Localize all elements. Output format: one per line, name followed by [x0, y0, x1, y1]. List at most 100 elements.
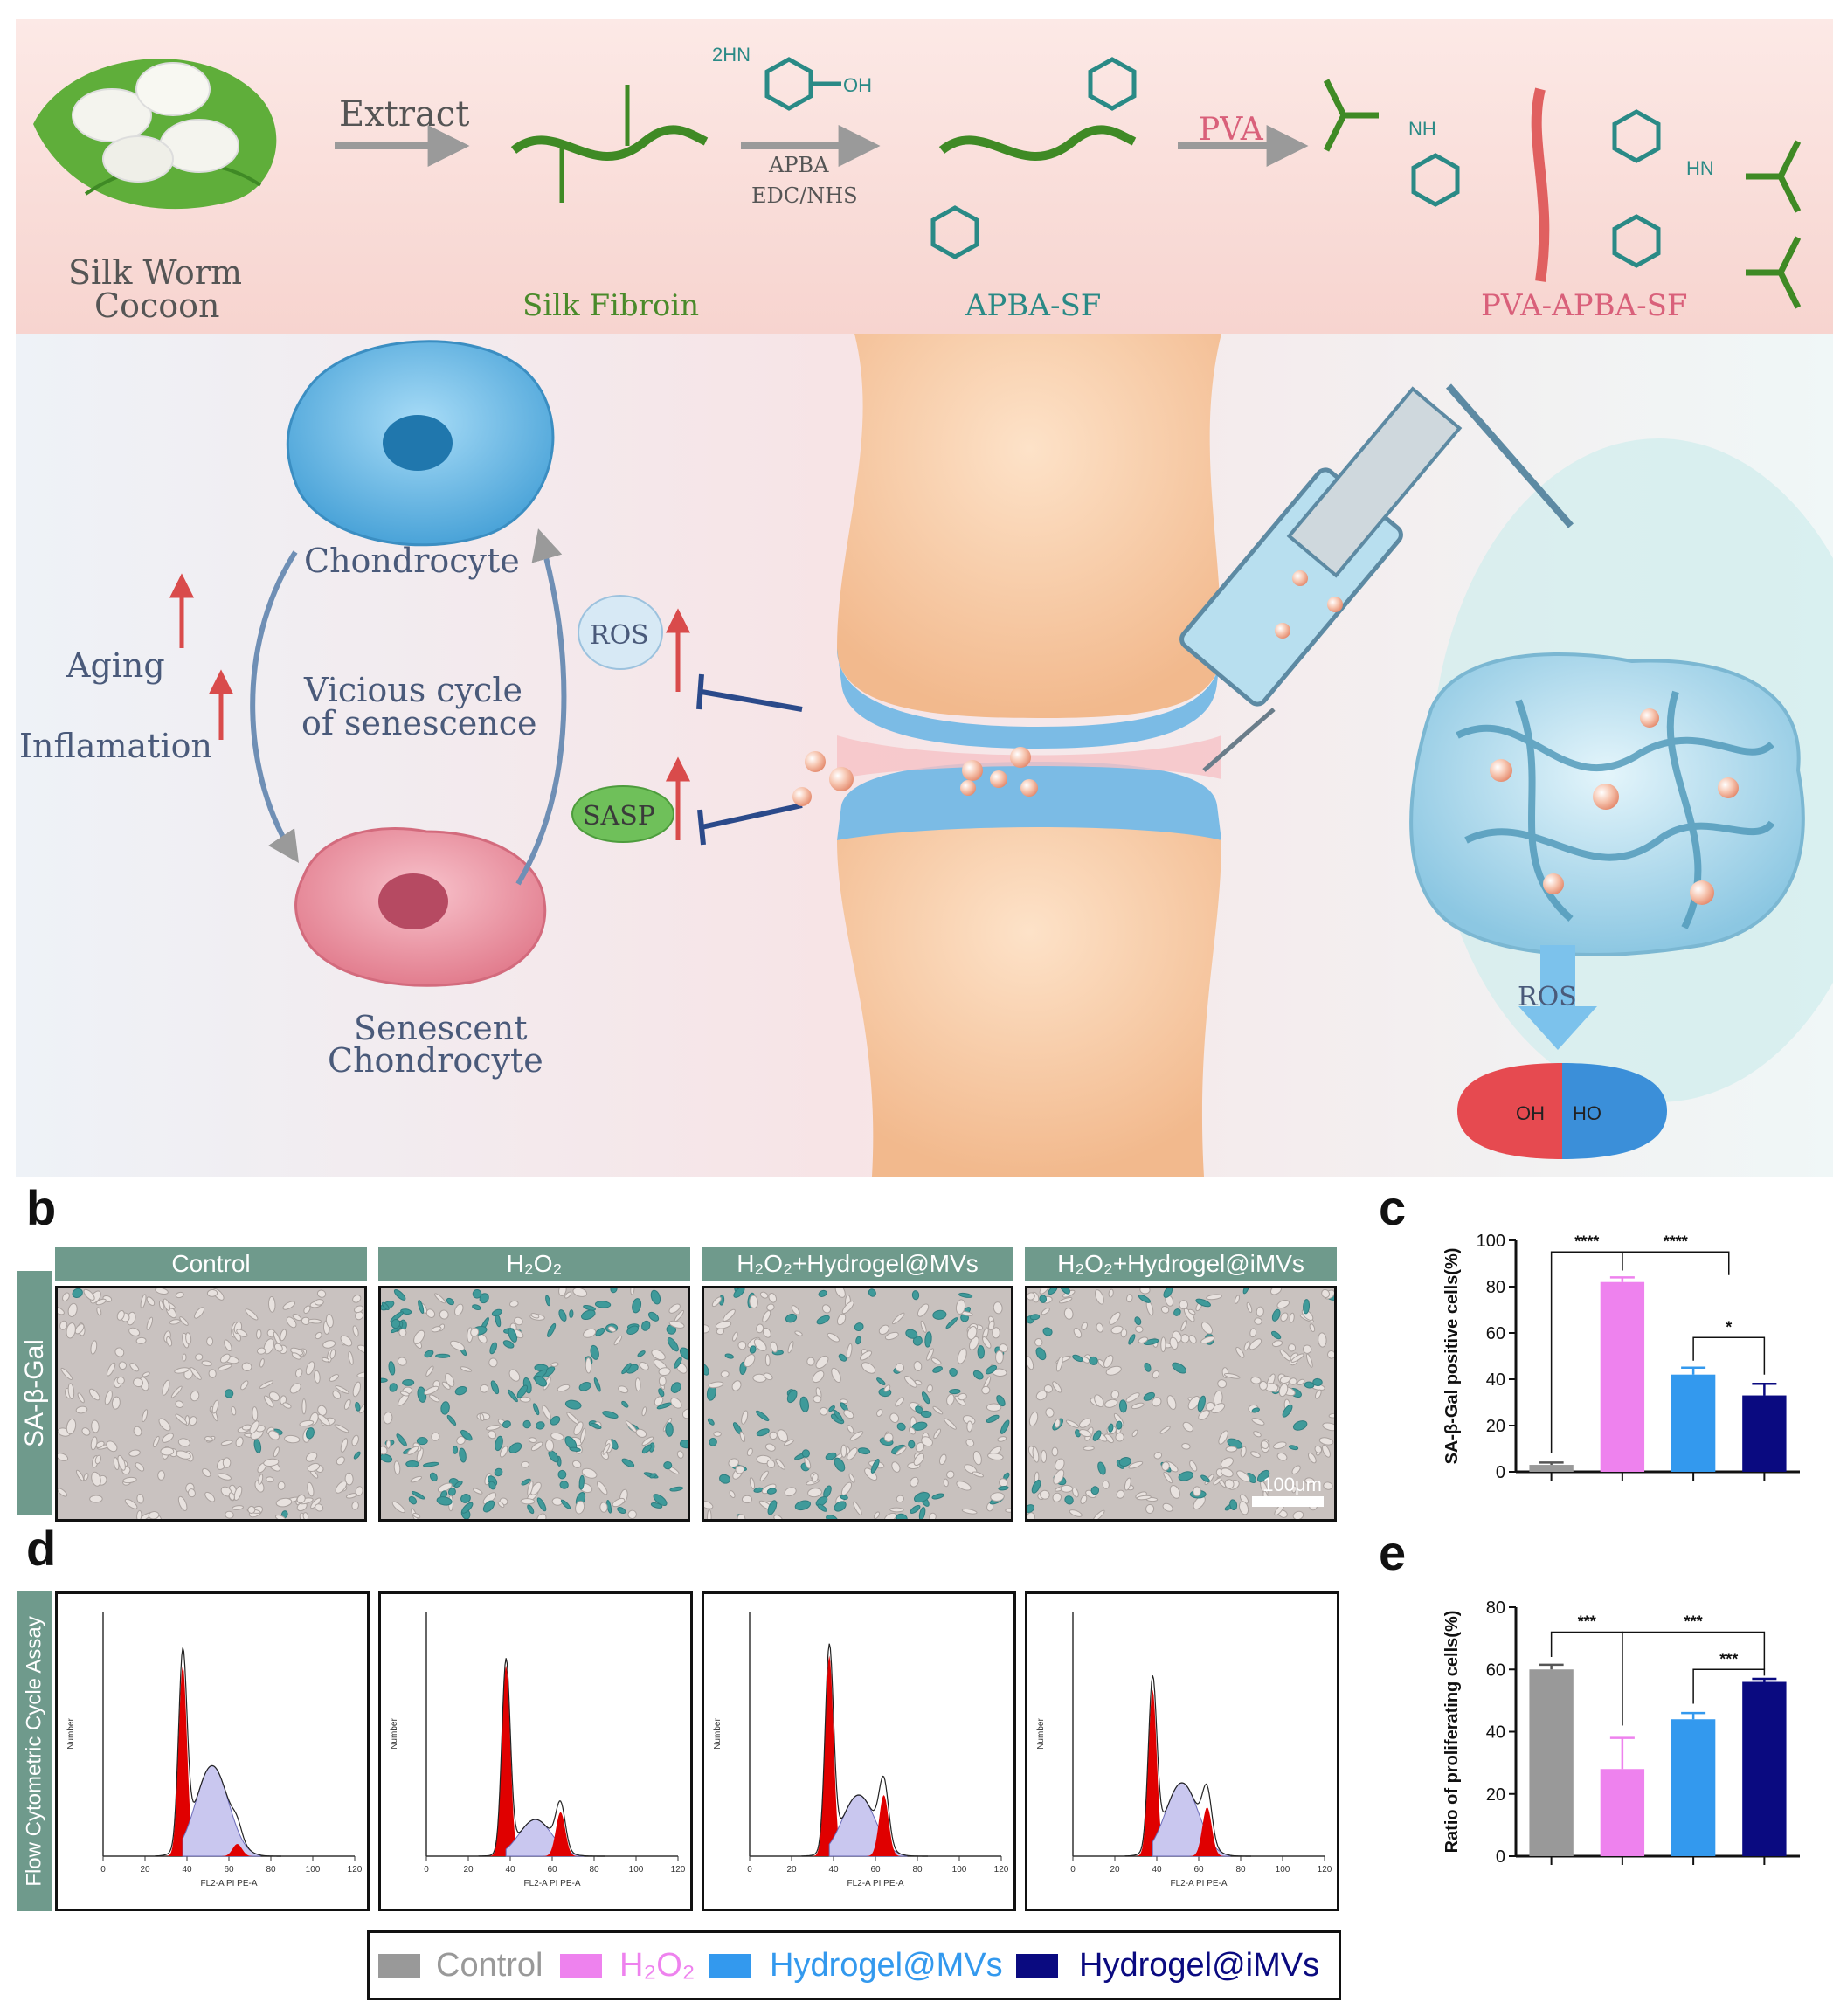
cell-blob: [436, 1496, 453, 1506]
cell-blob: [834, 1284, 846, 1298]
cell-blob: [958, 1292, 973, 1298]
cell-blob: [602, 1443, 611, 1455]
cell-blob: [1211, 1403, 1226, 1414]
cell-blob: [651, 1349, 666, 1361]
y-tick-label: 60: [1486, 1660, 1505, 1680]
cell-blob: [185, 1332, 192, 1345]
cell-blob: [454, 1481, 463, 1488]
cell-blob: [827, 1332, 840, 1343]
cell-blob: [479, 1412, 485, 1421]
cell-blob: [1025, 1356, 1034, 1370]
y-tick-label: 60: [1486, 1324, 1505, 1343]
pva-apba-sf-label: PVA-APBA-SF: [1481, 288, 1688, 323]
cell-blob: [663, 1460, 673, 1470]
cell-blob: [1272, 1340, 1283, 1348]
cell-blob: [499, 1446, 508, 1458]
cell-blob: [542, 1405, 551, 1420]
cell-blob: [521, 1478, 531, 1486]
cell-blob: [731, 1380, 742, 1391]
cell-blob: [240, 1380, 249, 1391]
flow-x-tick-label: 120: [994, 1865, 1009, 1874]
cell-blob: [1092, 1509, 1105, 1522]
cell-blob: [926, 1348, 934, 1361]
cell-blob: [1249, 1328, 1257, 1338]
legend-swatch-hydrogel-mvs: [709, 1954, 751, 1978]
cell-blob: [182, 1353, 187, 1362]
cell-blob: [994, 1350, 1004, 1364]
extract-label: Extract: [339, 94, 470, 135]
cell-blob: [764, 1372, 773, 1381]
cell-blob: [1302, 1344, 1312, 1354]
cell-blob: [527, 1504, 535, 1515]
cell-blob: [268, 1296, 276, 1313]
cell-blob: [1162, 1502, 1173, 1512]
cell-blob: [707, 1509, 712, 1525]
cell-blob: [527, 1481, 534, 1496]
cell-blob: [921, 1391, 930, 1405]
cell-blob: [1039, 1295, 1048, 1303]
cell-blob: [854, 1322, 864, 1331]
cell-blob: [708, 1381, 724, 1389]
cell-blob: [1116, 1489, 1125, 1499]
histogram-envelope: [1124, 1675, 1252, 1857]
cell-blob: [1120, 1329, 1128, 1338]
cell-blob: [612, 1497, 626, 1508]
cell-blob: [322, 1340, 336, 1349]
cell-blob: [75, 1405, 88, 1414]
cell-blob: [416, 1437, 428, 1446]
cell-blob: [912, 1336, 923, 1346]
cell-blob: [166, 1336, 173, 1347]
cell-blob: [910, 1476, 919, 1488]
cell-blob: [572, 1287, 588, 1297]
cell-blob: [190, 1367, 202, 1380]
cell-blob: [807, 1488, 822, 1498]
cell-blob: [723, 1308, 736, 1322]
cell-blob: [1026, 1512, 1035, 1522]
cell-blob: [957, 1348, 967, 1364]
cell-blob: [399, 1391, 410, 1397]
cell-blob: [986, 1403, 1002, 1412]
cell-blob: [1138, 1336, 1149, 1344]
cell-blob: [1152, 1397, 1162, 1407]
cell-blob: [155, 1287, 169, 1295]
cell-blob: [431, 1326, 442, 1333]
pva-label: PVA: [1199, 112, 1263, 148]
cell-blob: [825, 1452, 837, 1460]
y-tick-label: 40: [1486, 1370, 1505, 1390]
cell-blob: [67, 1302, 78, 1317]
cell-blob: [411, 1491, 425, 1500]
cell-blob: [735, 1465, 745, 1474]
cell-blob: [51, 1306, 65, 1315]
cell-blob: [441, 1381, 451, 1390]
cell-blob: [1034, 1338, 1043, 1347]
cell-blob: [460, 1366, 473, 1372]
cell-blob: [861, 1362, 876, 1374]
cell-blob: [896, 1422, 906, 1431]
panel-e-letter: e: [1379, 1525, 1407, 1580]
flow-x-tick-label: 0: [747, 1865, 752, 1874]
flow-x-axis-label: FL2-A PI PE-A: [523, 1879, 580, 1888]
flow-x-tick-label: 60: [547, 1865, 557, 1874]
cell-blob: [303, 1305, 311, 1314]
cell-blob: [1026, 1292, 1035, 1301]
cell-blob: [949, 1389, 961, 1395]
cell-blob: [129, 1363, 140, 1372]
cell-blob: [834, 1457, 846, 1472]
cell-blob: [961, 1509, 978, 1515]
cell-blob: [1314, 1389, 1322, 1399]
flow-x-tick-label: 40: [1152, 1865, 1162, 1874]
cell-blob: [945, 1317, 958, 1329]
cell-blob: [1115, 1433, 1124, 1442]
cell-blob: [787, 1340, 794, 1354]
cell-blob: [220, 1353, 231, 1364]
cell-blob: [391, 1501, 405, 1514]
panel-b-letter: b: [26, 1180, 57, 1235]
g1-peak: [808, 1655, 851, 1856]
ros-label: ROS: [590, 620, 649, 651]
cell-blob: [91, 1419, 100, 1433]
cell-blob: [1102, 1480, 1110, 1489]
cell-blob: [317, 1405, 328, 1416]
cell-blob: [1169, 1485, 1180, 1499]
bar: [1671, 1374, 1716, 1472]
cell-blob: [579, 1427, 586, 1444]
